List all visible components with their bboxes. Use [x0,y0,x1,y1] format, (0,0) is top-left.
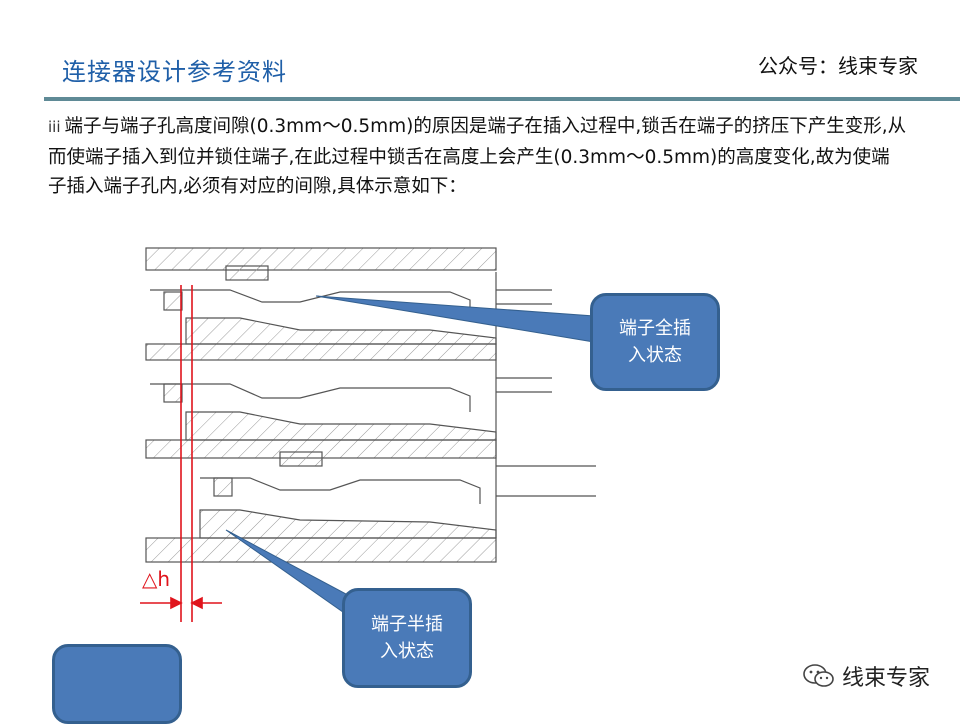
callout-half-insertion: 端子半插 入状态 [342,588,472,688]
page-title: 连接器设计参考资料 [62,58,287,86]
paragraph-text: 端子与端子孔高度间隙(0.3mm～0.5mm)的原因是端子在插入过程中,锁舌在端… [48,116,907,197]
wechat-icon [803,664,834,687]
source-label: 公众号：线束专家 [758,54,918,78]
callout-full-line2: 入状态 [628,345,682,366]
callout-full-line1: 端子全插 [619,318,691,339]
callout-full-insertion: 端子全插 入状态 [590,293,720,391]
roman-numeral: iii [48,118,61,136]
dimension-label: △h [142,567,171,591]
watermark: 线束专家 [802,660,930,692]
header-divider [44,97,960,101]
callout-partial-box [52,644,182,724]
watermark-text: 线束专家 [841,666,930,691]
callout-half-line2: 入状态 [380,641,434,662]
callout-half-line1: 端子半插 [371,614,443,635]
